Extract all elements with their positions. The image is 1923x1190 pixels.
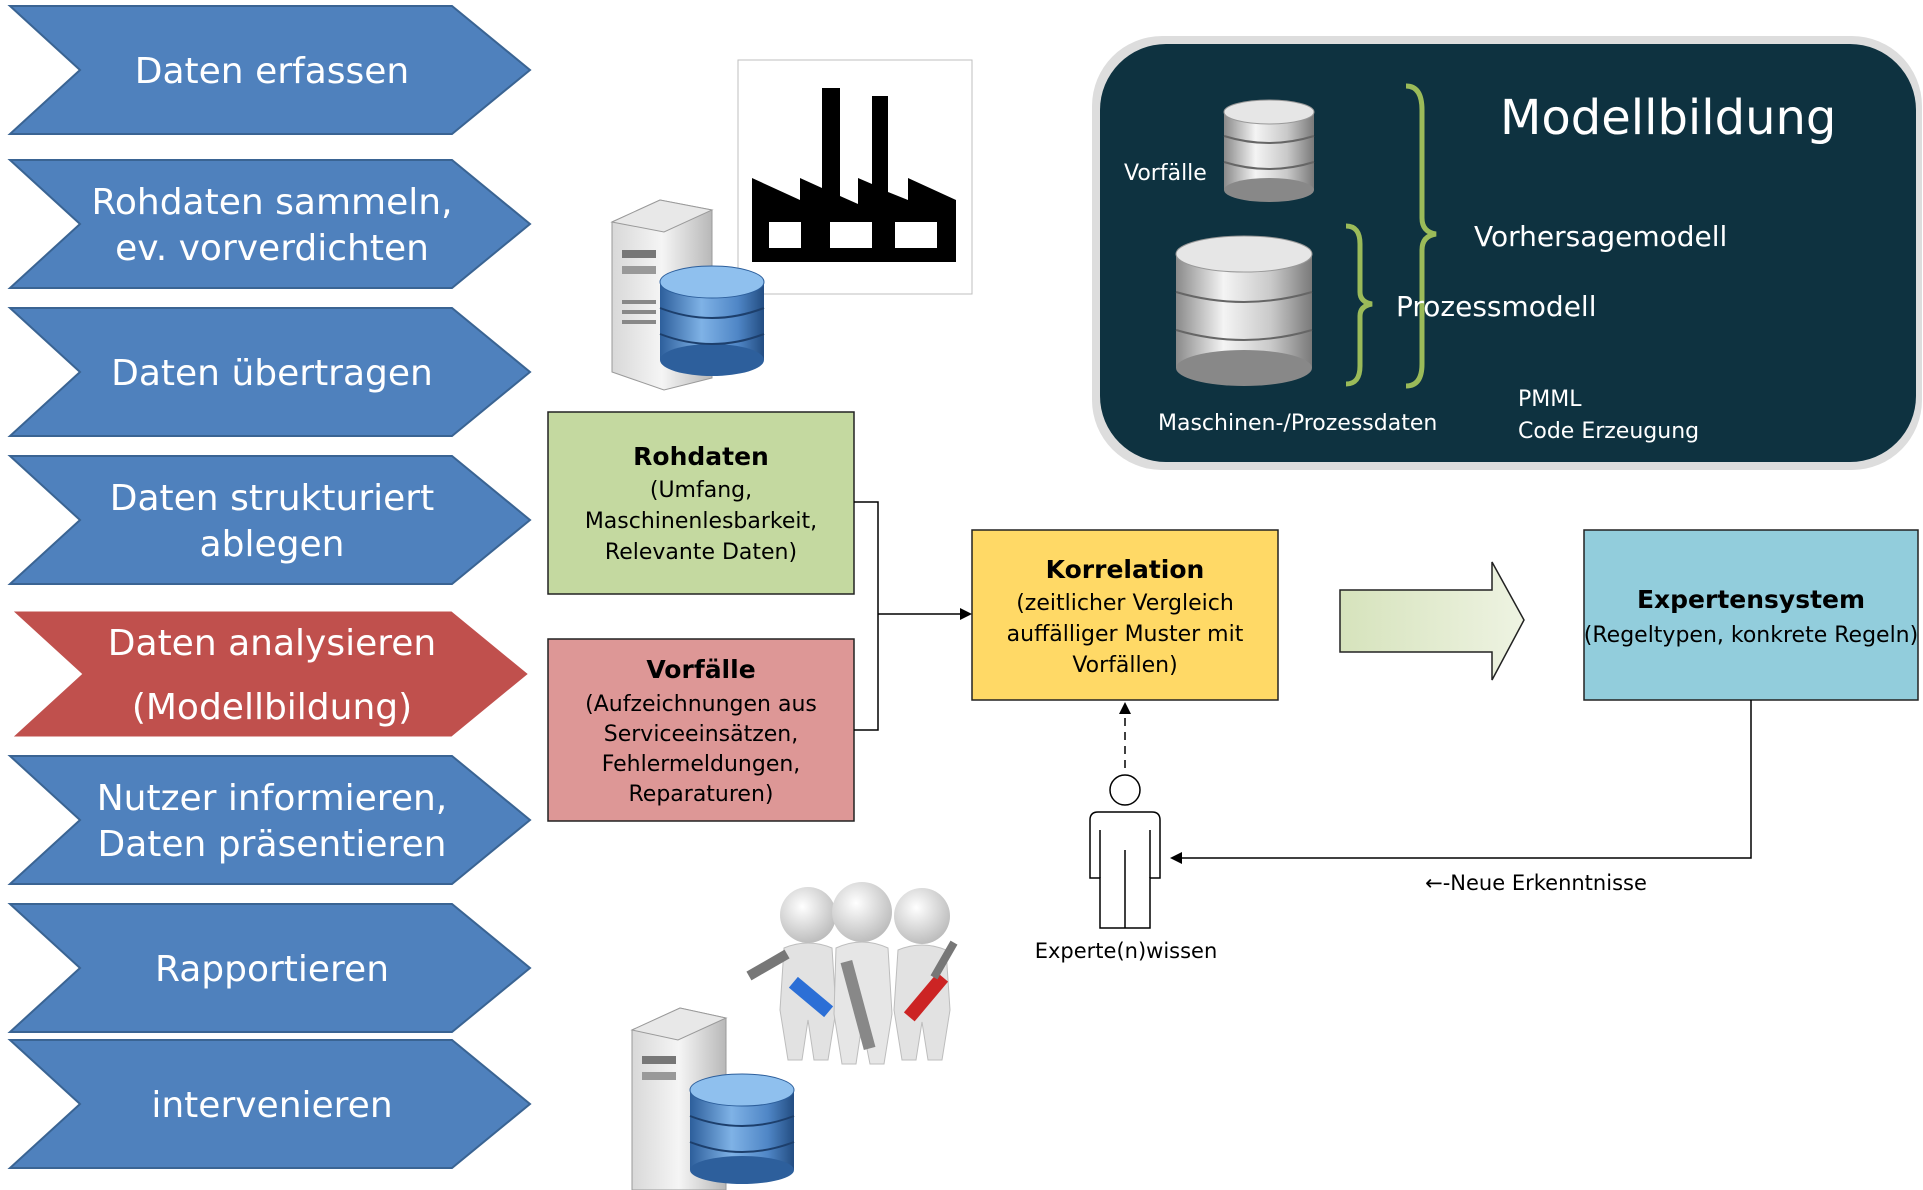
- factory-icon: [737, 59, 973, 295]
- step-label: Rapportieren: [155, 949, 389, 990]
- expertensystem-line-1: (Regeltypen, konkrete Regeln): [1584, 623, 1918, 648]
- step-label: Nutzer informieren,: [97, 778, 447, 819]
- step-7: Rapportieren: [7, 903, 532, 1033]
- feedback-line: [1170, 700, 1752, 864]
- step-label: Daten übertragen: [111, 353, 433, 394]
- step-label: ev. vorverdichten: [115, 228, 429, 269]
- korrelation-line-3: Vorfällen): [1072, 653, 1177, 678]
- database-icon: [1223, 99, 1315, 202]
- step-chevron: [6, 608, 533, 740]
- step-chevron: [7, 1039, 532, 1169]
- big-arrow: [1339, 561, 1525, 681]
- person-icon: [1089, 774, 1161, 929]
- step-label: Daten erfassen: [135, 51, 409, 92]
- korrelation-box: Korrelation (zeitlicher Vergleich auffäl…: [971, 529, 1279, 701]
- step-label: ablegen: [200, 524, 345, 565]
- step-chevron: [7, 455, 532, 585]
- step-5: Daten analysieren (Modellbildung): [6, 608, 533, 740]
- step-chevron: [7, 307, 532, 437]
- vorfaelle-box: Vorfälle (Aufzeichnungen aus Serviceeins…: [547, 638, 855, 822]
- step-chevron: [7, 903, 532, 1033]
- step-2: Rohdaten sammeln, ev. vorverdichten: [7, 159, 532, 289]
- korrelation-line-1: (zeitlicher Vergleich: [1016, 591, 1234, 616]
- connectors: [854, 501, 1752, 864]
- step-1: Daten erfassen: [7, 5, 532, 135]
- step-label: Daten strukturiert: [110, 478, 434, 519]
- prozessmodell-label: Prozessmodell: [1396, 290, 1596, 323]
- engineers-tools-icon: [630, 882, 958, 1190]
- rohdaten-box: Rohdaten (Umfang, Maschinenlesbarkeit, R…: [547, 411, 855, 595]
- step-label: (Modellbildung): [132, 687, 412, 728]
- vorfaelle-line-2: Serviceeinsätzen,: [604, 722, 799, 747]
- server-database-icon: [610, 199, 765, 391]
- step-3: Daten übertragen: [7, 307, 532, 437]
- rohdaten-line-3: Relevante Daten): [605, 540, 797, 565]
- code-erzeugung-label: Code Erzeugung: [1518, 419, 1699, 444]
- step-label: Daten präsentieren: [98, 824, 447, 865]
- database-icon: [1175, 235, 1313, 386]
- vorfaelle-line-4: Reparaturen): [629, 782, 774, 807]
- step-chevron: [7, 755, 532, 885]
- expertensystem-box: Expertensystem (Regeltypen, konkrete Reg…: [1583, 529, 1919, 701]
- step-label: intervenieren: [151, 1085, 392, 1126]
- merge-bracket: [854, 501, 879, 731]
- vorfaelle-line-1: (Aufzeichnungen aus: [585, 692, 817, 717]
- panel-title: Modellbildung: [1500, 90, 1836, 146]
- pmml-label: PMML: [1518, 387, 1582, 412]
- vorfaelle-label: Vorfälle: [1124, 161, 1207, 186]
- modellbildung-panel: Modellbildung Vorfälle Maschinen-/Prozes…: [1092, 36, 1922, 470]
- vorhersage-brace: [1405, 83, 1437, 389]
- step-label: Rohdaten sammeln,: [91, 182, 452, 223]
- feedback-label: ←-Neue Erkenntnisse: [1425, 871, 1647, 895]
- step-label: Daten analysieren: [108, 623, 436, 664]
- maschinen-label: Maschinen-/Prozessdaten: [1158, 411, 1437, 436]
- rohdaten-title: Rohdaten: [633, 442, 769, 471]
- vorfaelle-title: Vorfälle: [646, 655, 755, 684]
- rohdaten-line-1: (Umfang,: [650, 478, 752, 503]
- step-4: Daten strukturiert ablegen: [7, 455, 532, 585]
- korrelation-line-2: auffälliger Muster mit: [1007, 622, 1244, 647]
- step-chevron: [7, 5, 532, 135]
- step-chevron: [7, 159, 532, 289]
- expert-label: Experte(n)wissen: [1035, 939, 1218, 963]
- vorfaelle-line-3: Fehlermeldungen,: [602, 752, 801, 777]
- step-6: Nutzer informieren, Daten präsentieren: [7, 755, 532, 885]
- prozess-brace: [1345, 223, 1373, 387]
- expertensystem-title: Expertensystem: [1637, 585, 1865, 614]
- vorhersagemodell-label: Vorhersagemodell: [1474, 220, 1727, 253]
- korrelation-title: Korrelation: [1046, 555, 1205, 584]
- step-8: intervenieren: [7, 1039, 532, 1169]
- rohdaten-line-2: Maschinenlesbarkeit,: [585, 509, 817, 534]
